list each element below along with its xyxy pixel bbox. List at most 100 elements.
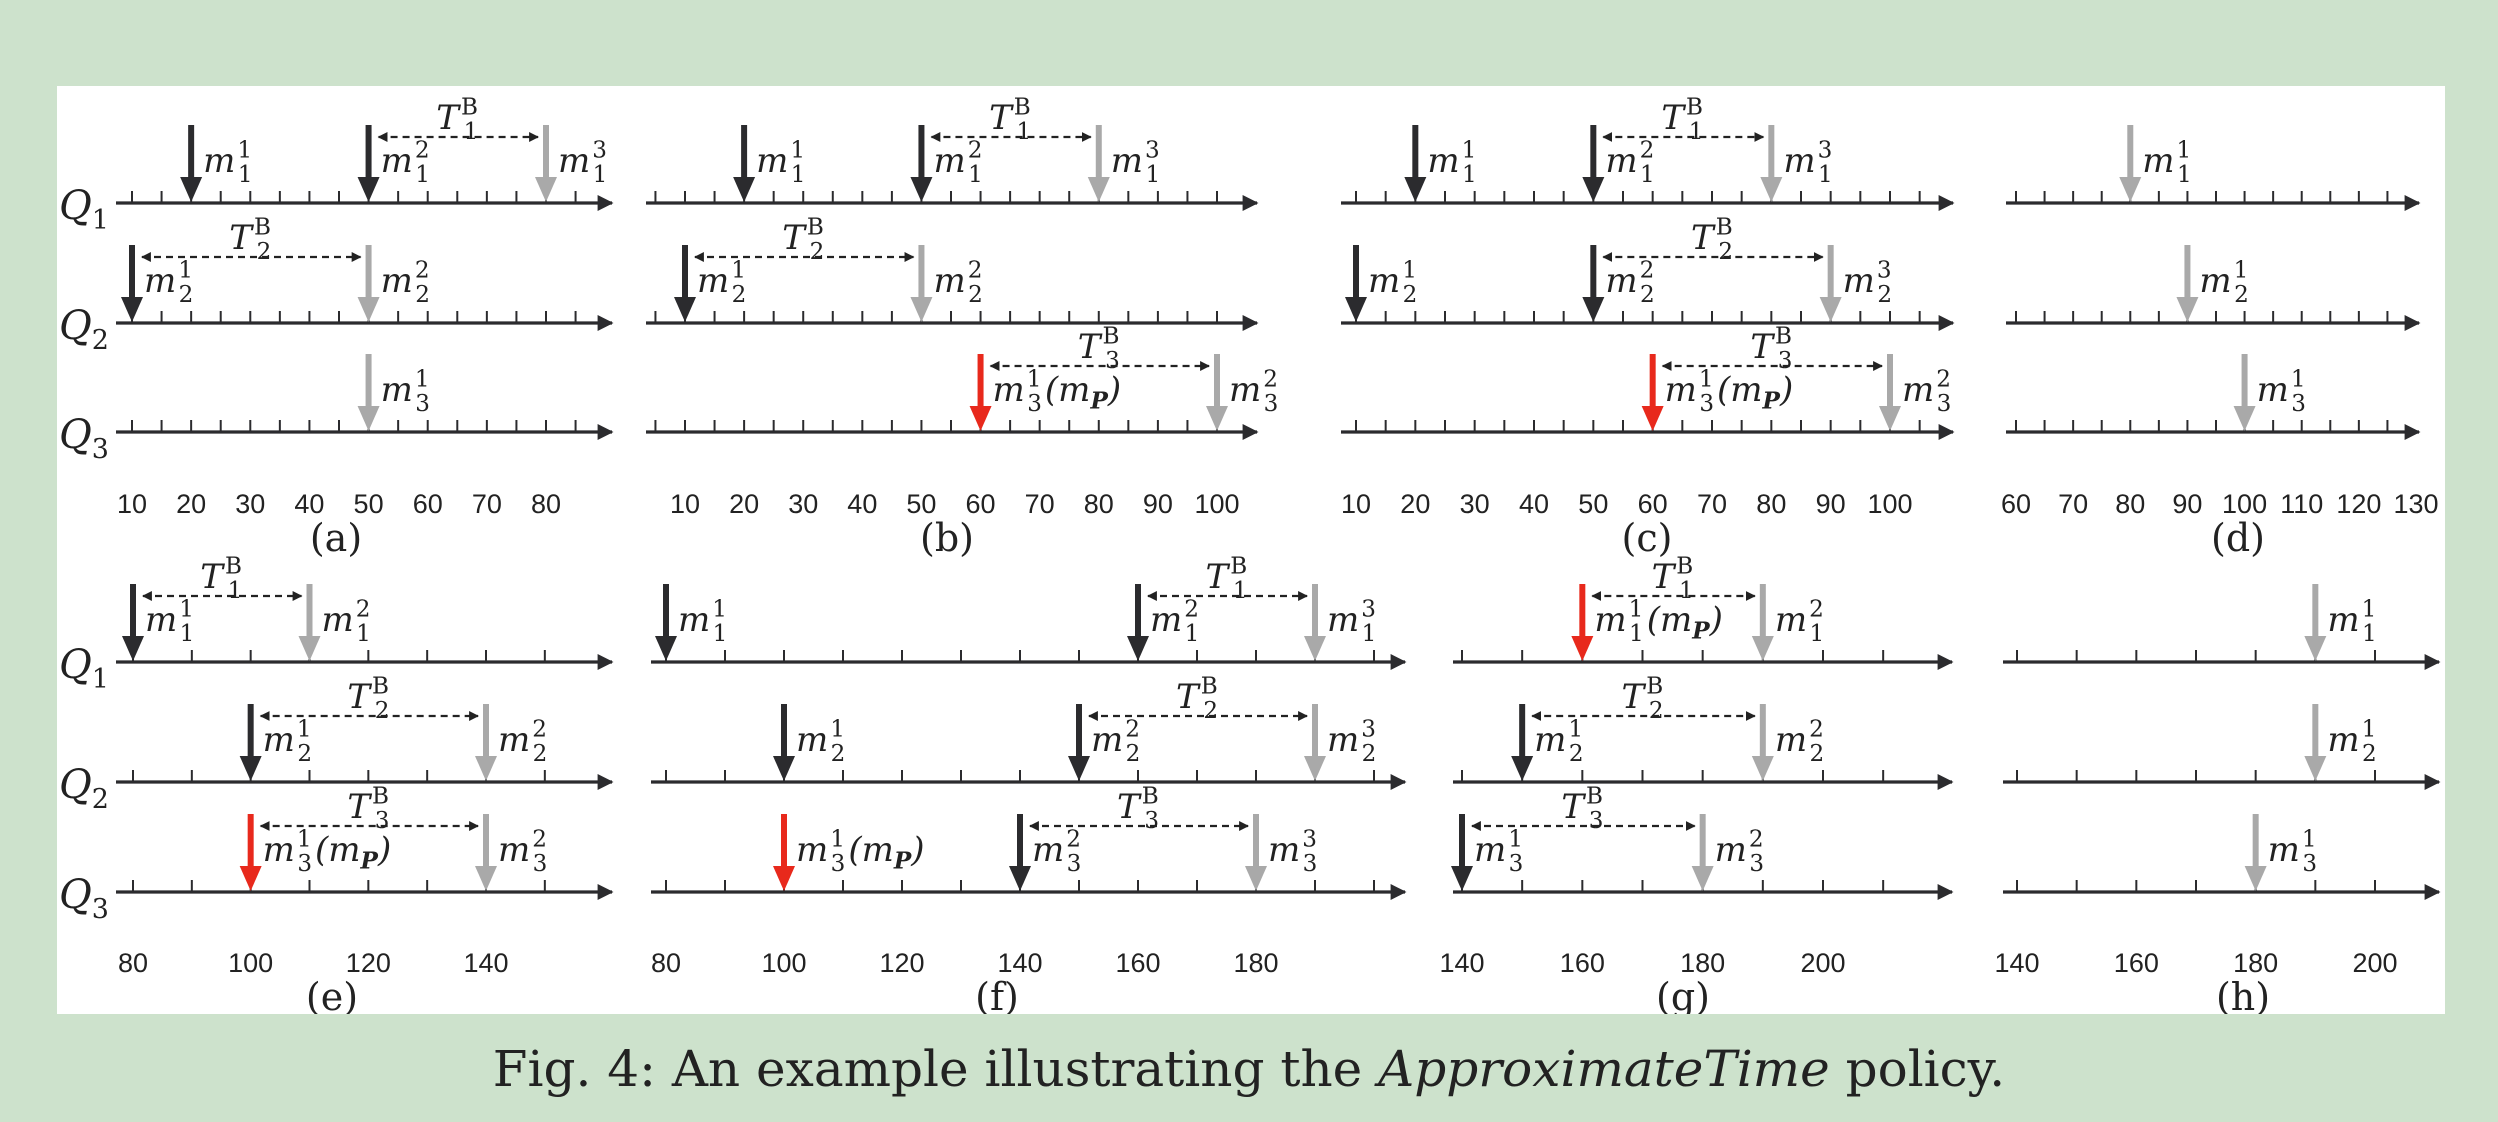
caption-prefix: Fig. 4: An example illustrating the: [492, 1040, 1379, 1098]
message-arrow-pending-icon: [1691, 866, 1714, 891]
queue-label-q2: Q2: [59, 762, 109, 815]
message-arrow-pending-icon: [1206, 406, 1228, 431]
panel-label-b: (b): [920, 516, 974, 560]
tick-label: 50: [354, 489, 384, 519]
panel-label-e: (e): [306, 975, 358, 1014]
tick-label: 200: [2352, 948, 2397, 978]
tick-label: 120: [879, 948, 924, 978]
tick-label: 20: [1400, 489, 1430, 519]
message-arrow-committed-icon: [773, 756, 795, 781]
message-arrow-pending-icon: [535, 177, 557, 202]
message-arrow-committed-icon: [1068, 756, 1090, 781]
tick-label: 180: [2233, 948, 2278, 978]
tick-label: 180: [1680, 948, 1725, 978]
tick-label: 70: [1025, 489, 1055, 519]
tick-label: 130: [2393, 489, 2438, 519]
message-arrow-pending-icon: [2176, 297, 2199, 322]
tick-label: 100: [1867, 489, 1912, 519]
queue-label-q3: Q3: [59, 412, 109, 465]
message-arrow-pivot-icon: [1571, 636, 1594, 661]
tick-label: 60: [966, 489, 996, 519]
message-arrow-committed-icon: [1451, 866, 1473, 891]
tick-label: 100: [228, 948, 273, 978]
tick-label: 30: [235, 489, 265, 519]
queue-label-q3: Q3: [59, 872, 109, 925]
message-arrow-pivot-icon: [239, 866, 262, 891]
message-arrow-pending-icon: [1751, 756, 1774, 781]
tick-label: 90: [1816, 489, 1846, 519]
panel-label-a: (a): [310, 516, 362, 560]
caption-policy-name: ApproximateTime: [1378, 1040, 1830, 1098]
message-arrow-committed-icon: [121, 297, 143, 322]
tick-label: 160: [2114, 948, 2159, 978]
panel-label-d: (d): [2211, 516, 2265, 560]
message-arrow-pivot-icon: [773, 866, 795, 891]
tick-label: 100: [2222, 489, 2267, 519]
message-arrow-pending-icon: [1087, 177, 1110, 202]
tick-label: 140: [997, 948, 1042, 978]
message-arrow-committed-icon: [1127, 636, 1149, 661]
message-arrow-pending-icon: [1304, 756, 1326, 781]
tick-label: 50: [906, 489, 936, 519]
tick-label: 20: [176, 489, 206, 519]
tick-label: 120: [346, 948, 391, 978]
queue-label-q1: Q1: [59, 183, 109, 236]
message-arrow-pending-icon: [1751, 636, 1774, 661]
tick-label: 80: [118, 948, 148, 978]
panel-label-h: (h): [2216, 975, 2270, 1014]
message-arrow-pivot-icon: [969, 406, 992, 431]
tick-label: 10: [1341, 489, 1371, 519]
message-arrow-pending-icon: [357, 297, 380, 322]
message-arrow-committed-icon: [1345, 297, 1367, 322]
panel-label-c: (c): [1622, 516, 1673, 560]
tick-label: 40: [847, 489, 877, 519]
message-arrow-committed-icon: [180, 177, 203, 202]
tick-label: 100: [1194, 489, 1239, 519]
message-arrow-committed-icon: [357, 177, 380, 202]
tick-label: 120: [2336, 489, 2381, 519]
tick-label: 10: [117, 489, 147, 519]
message-arrow-pending-icon: [1245, 866, 1267, 891]
caption-suffix: policy.: [1829, 1040, 2006, 1098]
message-arrow-committed-icon: [1582, 297, 1605, 322]
message-arrow-pending-icon: [2119, 177, 2142, 202]
message-arrow-pending-icon: [357, 406, 380, 431]
queue-label-q1: Q1: [59, 642, 109, 695]
panel-label-f: (f): [975, 975, 1019, 1014]
tick-label: 80: [531, 489, 561, 519]
tick-label: 180: [1233, 948, 1278, 978]
message-arrow-committed-icon: [1009, 866, 1031, 891]
tick-label: 90: [1143, 489, 1173, 519]
panel-label-g: (g): [1656, 975, 1710, 1014]
tick-label: 80: [2115, 489, 2145, 519]
